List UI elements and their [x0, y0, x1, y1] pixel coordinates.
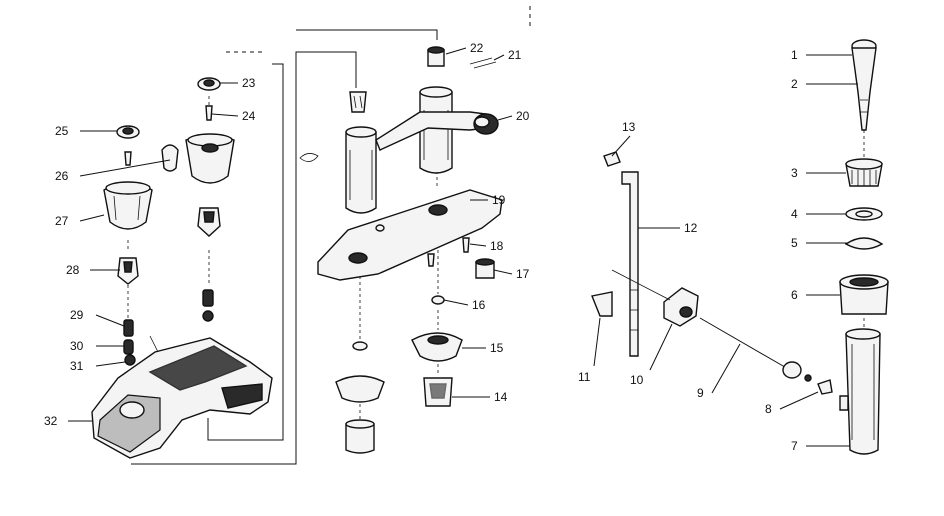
- callout-16: 16: [472, 298, 486, 312]
- callout-32: 32: [44, 414, 58, 428]
- callout-4: 4: [791, 207, 798, 221]
- right-cylinder-part: [419, 91, 453, 174]
- callout-15: 15: [490, 341, 504, 355]
- callout-23: 23: [242, 76, 256, 90]
- callout-30: 30: [70, 339, 84, 353]
- callout-12: 12: [684, 221, 698, 235]
- callout-27: 27: [55, 214, 69, 228]
- callout-1: 1: [791, 48, 798, 62]
- callout-9: 9: [697, 386, 704, 400]
- lift-rod-group: [591, 151, 812, 382]
- seat-part: [411, 332, 463, 362]
- callout-17: 17: [516, 267, 530, 281]
- callout-numbers: 1 2 3 4 5 6 7 8 9 10 11 12 13 14 15 16 1…: [44, 41, 798, 453]
- callout-13: 13: [622, 120, 636, 134]
- callout-2: 2: [791, 77, 798, 91]
- callout-22: 22: [470, 41, 484, 55]
- callout-28: 28: [66, 263, 80, 277]
- callout-6: 6: [791, 288, 798, 302]
- stopper-part: [851, 47, 877, 131]
- assembly-lines: [127, 6, 865, 465]
- callout-14: 14: [494, 390, 508, 404]
- callout-11: 11: [578, 370, 591, 384]
- drain-body-part: [845, 333, 881, 455]
- callout-7: 7: [791, 439, 798, 453]
- leader-lines: [68, 47, 858, 447]
- center-assembly-group: [299, 46, 503, 454]
- callout-19: 19: [492, 193, 506, 207]
- callout-10: 10: [630, 373, 644, 387]
- left-handle-group: [91, 77, 273, 459]
- callout-3: 3: [791, 166, 798, 180]
- lift-strap-part: [621, 171, 639, 357]
- callout-20: 20: [516, 109, 530, 123]
- callout-26: 26: [55, 169, 69, 183]
- callout-18: 18: [490, 239, 504, 253]
- callout-29: 29: [70, 308, 84, 322]
- callout-31: 31: [70, 359, 84, 373]
- callout-5: 5: [791, 236, 798, 250]
- left-cylinder-part: [345, 131, 377, 214]
- pop-up-drain-group: [817, 39, 889, 455]
- callout-24: 24: [242, 109, 256, 123]
- callout-25: 25: [55, 124, 69, 138]
- pivot-nut-part: [663, 287, 699, 327]
- clip-part: [591, 291, 613, 317]
- callout-21: 21: [508, 48, 522, 62]
- callout-8: 8: [765, 402, 772, 416]
